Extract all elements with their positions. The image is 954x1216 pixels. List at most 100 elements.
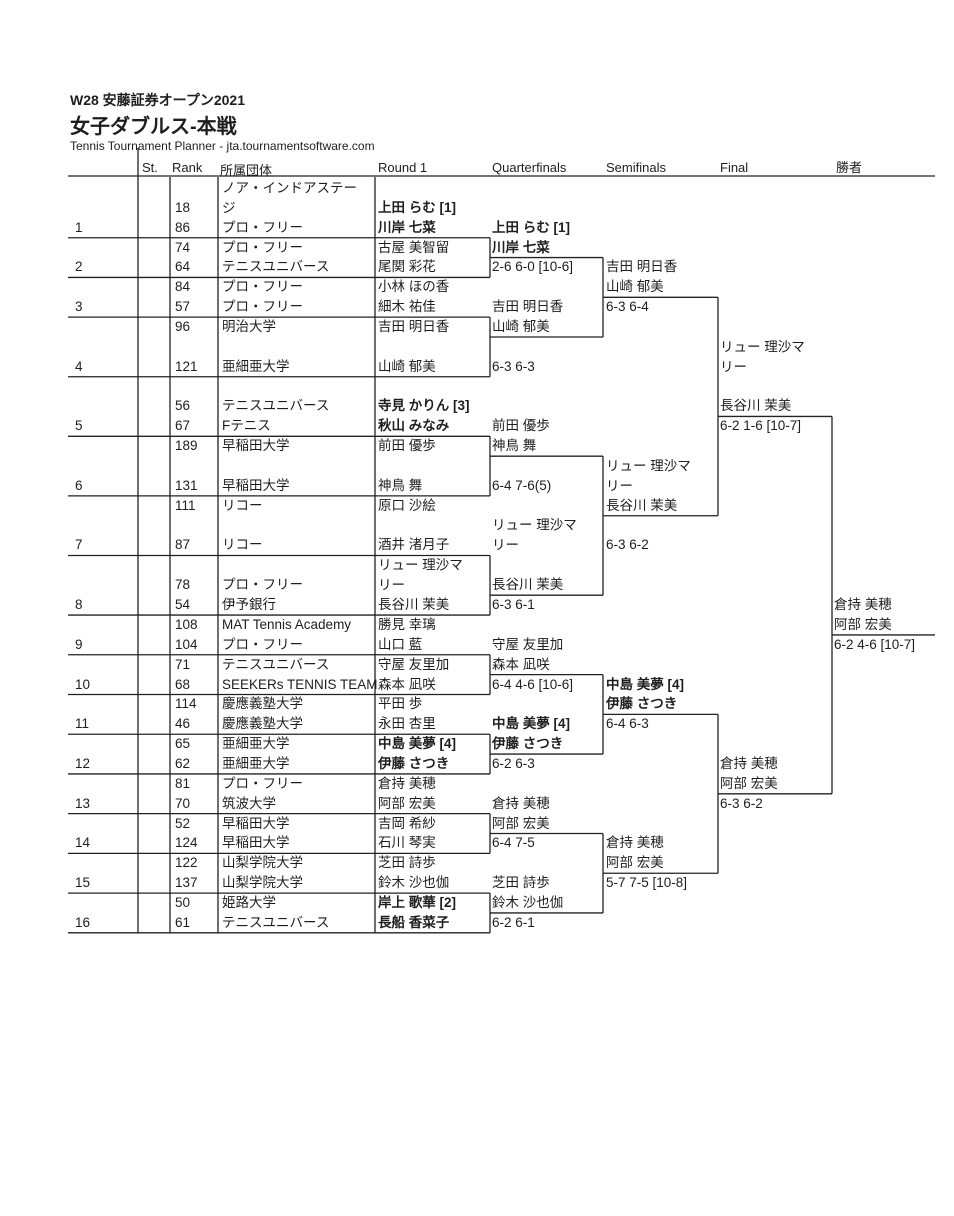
- player-club: プロ・フリー: [222, 239, 303, 255]
- player-rank: 68: [175, 676, 191, 692]
- header-club: 所属団体: [220, 163, 273, 178]
- tournament-title: W28 安藤証券オープン2021: [70, 92, 245, 108]
- draw-position: 4: [75, 358, 83, 374]
- player-rank: 111: [175, 497, 196, 513]
- quarterfinal-winner-name: 川岸 七菜: [492, 239, 550, 255]
- semifinal-winner-name: 阿部 宏美: [606, 855, 664, 871]
- quarterfinal-score: 6-2 6-3: [492, 756, 535, 772]
- header-round1: Round 1: [378, 160, 428, 175]
- semifinal-winner-name: 長谷川 茉美: [606, 497, 678, 513]
- player-club: 早稲田大学: [222, 478, 290, 494]
- draw-position: 8: [75, 597, 83, 613]
- draw-position: 6: [75, 478, 83, 494]
- player-club: 早稲田大学: [222, 835, 290, 851]
- player-rank: 96: [175, 319, 191, 335]
- player-name: 吉岡 希紗: [378, 815, 436, 831]
- player-rank: 57: [175, 299, 191, 315]
- player-name: 伊藤 さつき: [378, 756, 450, 772]
- final-winner-name: リュー 理沙マ リー: [720, 339, 805, 374]
- player-rank: 108: [175, 617, 198, 633]
- quarterfinal-winner-name: 阿部 宏美: [492, 815, 550, 831]
- draw-position: 1: [75, 219, 83, 235]
- quarterfinal-score: 2-6 6-0 [10-6]: [492, 259, 574, 275]
- player-club: プロ・フリー: [222, 636, 303, 652]
- player-name: リュー 理沙マ リー: [378, 557, 463, 593]
- player-name: 芝田 詩歩: [378, 855, 436, 871]
- header-rank: Rank: [172, 160, 203, 175]
- quarterfinal-winner-name: 芝田 詩歩: [492, 875, 550, 891]
- quarterfinal-winner-name: 倉持 美穂: [492, 795, 550, 811]
- player-rank: 52: [175, 815, 191, 831]
- player-rank: 86: [175, 219, 191, 235]
- player-name: 永田 杏里: [378, 716, 436, 732]
- quarterfinal-winner-name: 吉田 明日香: [492, 299, 564, 315]
- semifinal-winner-name: 伊藤 さつき: [606, 696, 678, 712]
- semifinal-score: 6-3 6-4: [606, 299, 649, 315]
- semifinal-winner-name: 山崎 郁美: [606, 279, 664, 295]
- quarterfinal-winner-name: 森本 凪咲: [492, 656, 550, 672]
- player-rank: 137: [175, 875, 198, 891]
- quarterfinal-score: 6-2 6-1: [492, 914, 535, 930]
- quarterfinal-winner-name: 鈴木 沙也伽: [492, 895, 564, 911]
- final-winner-name: 阿部 宏美: [720, 775, 778, 791]
- player-name: 酒井 渚月子: [378, 537, 450, 553]
- final-score: 6-3 6-2: [720, 795, 763, 811]
- player-name: 原口 沙絵: [378, 497, 436, 513]
- player-name: 中島 美夢 [4]: [378, 736, 457, 752]
- draw-position: 7: [75, 537, 83, 553]
- player-club: リコー: [222, 497, 263, 513]
- player-club: プロ・フリー: [222, 775, 303, 791]
- quarterfinal-winner-name: 上田 らむ [1]: [492, 219, 571, 235]
- draw-position: 11: [75, 716, 90, 732]
- player-club: リコー: [222, 537, 263, 553]
- player-name: 神鳥 舞: [378, 478, 423, 494]
- quarterfinal-winner-name: 伊藤 さつき: [492, 736, 564, 752]
- player-rank: 46: [175, 716, 191, 732]
- player-club: 筑波大学: [222, 795, 276, 811]
- quarterfinal-score: 6-4 4-6 [10-6]: [492, 676, 574, 692]
- quarterfinal-winner-name: 前田 優歩: [492, 418, 550, 434]
- player-rank: 114: [175, 696, 197, 712]
- player-rank: 67: [175, 418, 191, 434]
- semifinal-score: 6-4 6-3: [606, 716, 649, 732]
- player-club: 慶應義塾大学: [222, 696, 303, 712]
- player-club: プロ・フリー: [222, 279, 303, 295]
- player-club: 山梨学院大学: [222, 875, 303, 891]
- player-rank: 121: [175, 358, 198, 374]
- final-score: 6-2 1-6 [10-7]: [720, 418, 802, 434]
- player-club: プロ・フリー: [222, 219, 303, 235]
- player-club: 亜細亜大学: [222, 736, 290, 752]
- player-name: 石川 琴実: [378, 835, 436, 851]
- player-name: 上田 らむ [1]: [378, 200, 457, 215]
- player-rank: 70: [175, 795, 191, 811]
- player-name: 守屋 友里加: [378, 656, 450, 672]
- player-rank: 131: [175, 478, 198, 494]
- quarterfinal-winner-name: 守屋 友里加: [492, 636, 564, 652]
- champion-name: 阿部 宏美: [834, 617, 892, 633]
- player-name: 尾関 彩花: [378, 259, 436, 275]
- header-st: St.: [142, 160, 158, 175]
- player-rank: 122: [175, 855, 198, 871]
- player-club: ノア・インドアステー ジ: [222, 180, 357, 215]
- player-name: 寺見 かりん [3]: [378, 398, 470, 414]
- player-name: 秋山 みなみ: [378, 418, 450, 434]
- event-title: 女子ダブルス-本戦: [70, 116, 237, 138]
- draw-position: 5: [75, 418, 83, 434]
- player-club: プロ・フリー: [222, 299, 303, 315]
- player-name: 平田 歩: [378, 696, 423, 712]
- player-rank: 124: [175, 835, 198, 851]
- quarterfinal-winner-name: 長谷川 茉美: [492, 577, 564, 593]
- player-club: テニスユニバース: [222, 656, 330, 672]
- header-winner: 勝者: [836, 160, 863, 175]
- player-rank: 81: [175, 775, 191, 791]
- player-club: 早稲田大学: [222, 438, 290, 454]
- player-name: 川岸 七菜: [378, 219, 436, 235]
- draw-position: 9: [75, 636, 83, 652]
- semifinal-score: 5-7 7-5 [10-8]: [606, 875, 688, 891]
- draw-position: 16: [75, 914, 91, 930]
- quarterfinal-winner-name: 中島 美夢 [4]: [492, 716, 571, 732]
- player-club: 亜細亜大学: [222, 756, 290, 772]
- player-rank: 84: [175, 279, 191, 295]
- player-rank: 54: [175, 597, 191, 613]
